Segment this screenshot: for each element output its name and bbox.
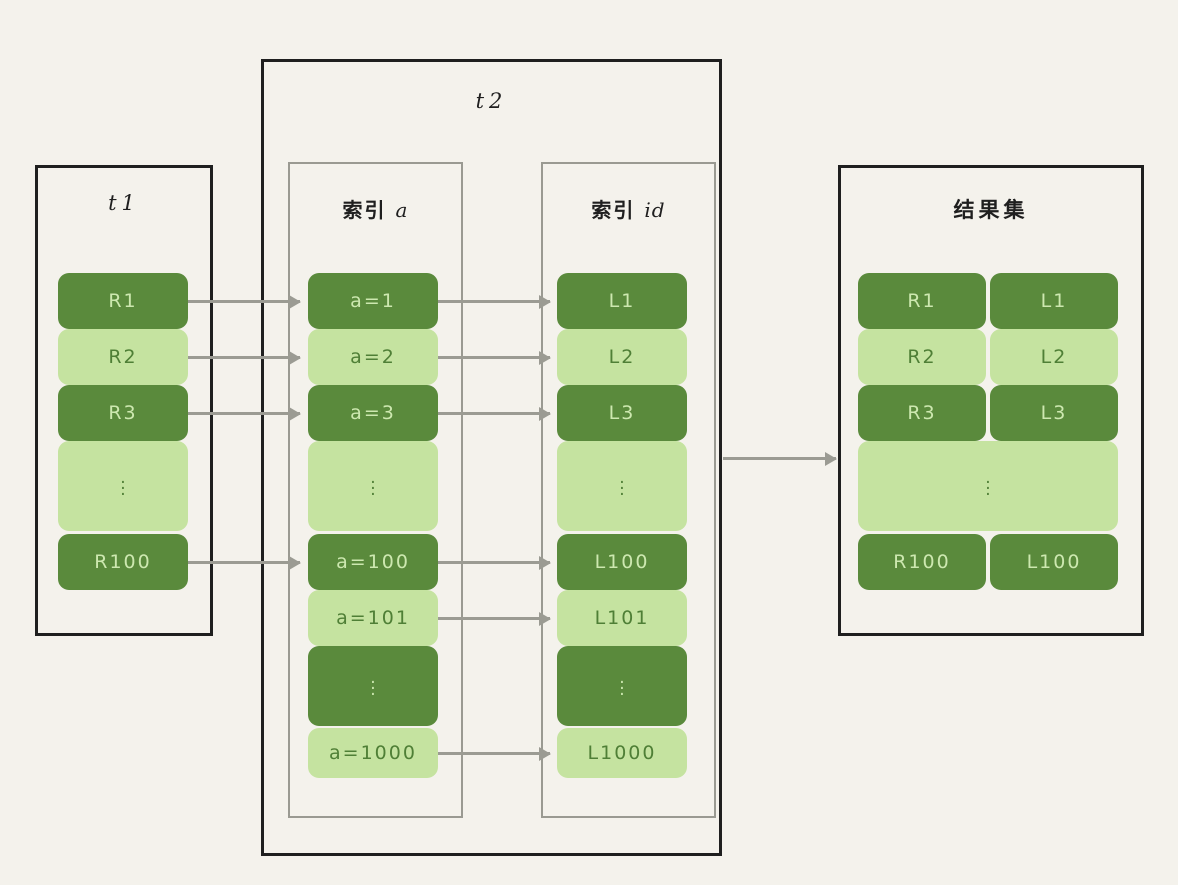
- index-a-row-cell: a=1000: [308, 728, 438, 778]
- index-a-to-index-id-arrow: [438, 412, 550, 415]
- result-row-right: L3: [990, 385, 1118, 441]
- index-id-row-cell: L101: [557, 590, 687, 646]
- index-id-row-cell-label: L1: [608, 290, 636, 312]
- index-id-title-latin: id: [644, 198, 666, 222]
- t1-row-cell-label: R100: [94, 551, 152, 573]
- index-id-row-cell-label: L101: [594, 607, 650, 629]
- index-id-row-cell-label: L2: [608, 346, 636, 368]
- index-id-row-cell: L3: [557, 385, 687, 441]
- index-a-row-cell: ...: [308, 646, 438, 726]
- result-row-left: R1: [858, 273, 986, 329]
- result-row-left-label: R2: [907, 346, 937, 368]
- result-row-left: R2: [858, 329, 986, 385]
- index-id-row-cell: L1000: [557, 728, 687, 778]
- index-a-row-cell-label: a=100: [336, 551, 410, 573]
- result-row-left-label: R100: [893, 551, 951, 573]
- t1-to-index-a-arrow: [188, 300, 300, 303]
- index-id-row-cell: L2: [557, 329, 687, 385]
- index-a-to-index-id-arrow: [438, 752, 550, 755]
- result-row-right: L2: [990, 329, 1118, 385]
- t1-row-cell: R100: [58, 534, 188, 590]
- t1-to-index-a-arrow: [188, 561, 300, 564]
- t1-row-cell: R1: [58, 273, 188, 329]
- index-a-to-index-id-arrow: [438, 300, 550, 303]
- index-id-row-cell-label: L100: [594, 551, 650, 573]
- index-id-row-cell: ...: [557, 441, 687, 531]
- t1-row-cell: R3: [58, 385, 188, 441]
- t1-row-cell: R2: [58, 329, 188, 385]
- result-row-left-label: R3: [907, 402, 937, 424]
- index-a-to-index-id-arrow: [438, 561, 550, 564]
- result-row-right-label: L1: [1040, 290, 1068, 312]
- index-id-row-cell-label: L1000: [587, 742, 657, 764]
- index-a-row-cell: ...: [308, 441, 438, 531]
- result-row-left: R3: [858, 385, 986, 441]
- index-a-title-latin: a: [395, 198, 409, 222]
- index-a-row-cell-label: a=2: [350, 346, 396, 368]
- index-a-title-cjk: 索引: [342, 198, 387, 222]
- index-a-row-cell: a=2: [308, 329, 438, 385]
- index-id-row-cell: L100: [557, 534, 687, 590]
- result-set-title: 结果集: [953, 197, 1029, 222]
- t1-row-cell-label: R1: [108, 290, 138, 312]
- index-a-row-cell: a=101: [308, 590, 438, 646]
- index-id-title-cjk: 索引: [591, 198, 636, 222]
- index-a-row-cell: a=100: [308, 534, 438, 590]
- t1-title: t1: [108, 191, 140, 215]
- index-id-row-cell-label: L3: [608, 402, 636, 424]
- result-row-merged: ...: [858, 441, 1118, 531]
- result-row-left-label: R1: [907, 290, 937, 312]
- index-a-to-index-id-arrow: [438, 356, 550, 359]
- result-row-left: R100: [858, 534, 986, 590]
- t2-title: t2: [475, 89, 508, 113]
- t2-to-result-set-arrow: [723, 457, 836, 460]
- index-a-row-cell-label: a=1: [350, 290, 396, 312]
- t1-row-cell-label: R3: [108, 402, 138, 424]
- t1-to-index-a-arrow: [188, 356, 300, 359]
- t1-row-cell: ...: [58, 441, 188, 531]
- index-a-to-index-id-arrow: [438, 617, 550, 620]
- index-id-row-cell: L1: [557, 273, 687, 329]
- result-row-right: L100: [990, 534, 1118, 590]
- index-a-row-cell-label: a=3: [350, 402, 396, 424]
- result-row-right-label: L100: [1026, 551, 1082, 573]
- index-id-title: 索引 id: [543, 194, 714, 223]
- index-id-row-cell: ...: [557, 646, 687, 726]
- t1-to-index-a-arrow: [188, 412, 300, 415]
- result-row-right: L1: [990, 273, 1118, 329]
- index-a-row-cell-label: a=101: [336, 607, 410, 629]
- result-row-right-label: L3: [1040, 402, 1068, 424]
- index-a-row-cell: a=1: [308, 273, 438, 329]
- index-a-title: 索引 a: [290, 194, 461, 223]
- result-row-right-label: L2: [1040, 346, 1068, 368]
- t1-row-cell-label: R2: [108, 346, 138, 368]
- index-a-row-cell-label: a=1000: [329, 742, 417, 764]
- index-a-row-cell: a=3: [308, 385, 438, 441]
